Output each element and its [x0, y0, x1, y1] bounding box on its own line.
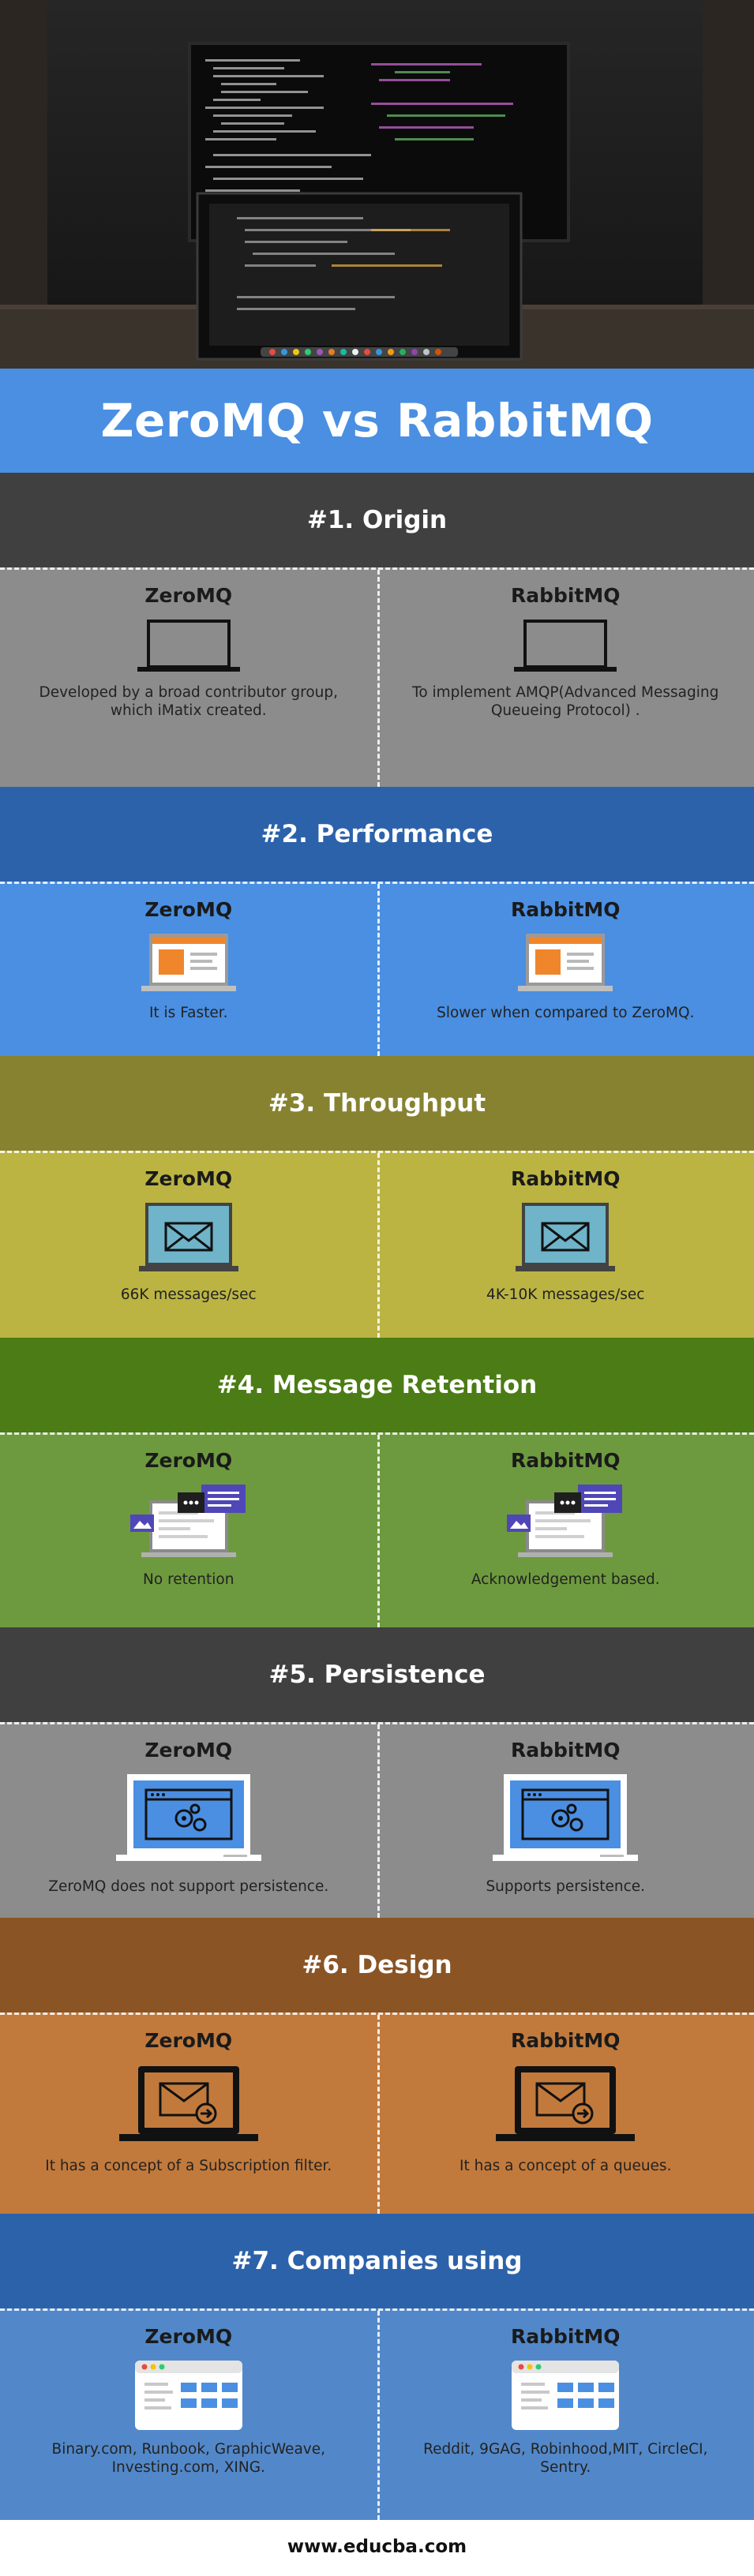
section-heading: #6. Design — [302, 1951, 452, 1979]
column-product-name: ZeroMQ — [144, 2325, 233, 2348]
zeromq-column: ZeroMQ 66K messages/sec — [0, 1153, 377, 1338]
column-description: Developed by a broad contributor group, … — [39, 684, 339, 719]
column-product-name: RabbitMQ — [510, 2325, 621, 2348]
column-product-name: RabbitMQ — [510, 1739, 621, 1762]
column-description: Binary.com, Runbook, GraphicWeave, Inves… — [51, 2441, 326, 2476]
column-description: 66K messages/sec — [120, 1286, 257, 1303]
footer: www.educba.com — [0, 2520, 754, 2574]
column-product-name: RabbitMQ — [510, 2029, 621, 2052]
laptop-settings-icon — [115, 1773, 261, 1869]
section-heading-band: #4. Message Retention — [0, 1338, 754, 1432]
column-product-name: ZeroMQ — [144, 1167, 233, 1190]
rabbitmq-column: RabbitMQ Acknowledgement based. — [377, 1435, 754, 1627]
section-heading-band: #2. Performance — [0, 787, 754, 882]
section-heading: #2. Performance — [261, 820, 493, 848]
column-description: ZeroMQ does not support persistence. — [48, 1878, 329, 1895]
laptop-browser-icon — [141, 932, 236, 995]
laptop-browser-icon — [518, 932, 613, 995]
dashed-separator — [0, 1722, 754, 1724]
section-heading: #7. Companies using — [231, 2247, 523, 2275]
column-description: 4K-10K messages/sec — [486, 1286, 645, 1303]
rabbitmq-column: RabbitMQ To implement AMQP(Advanced Mess… — [377, 570, 754, 787]
dashed-separator — [0, 882, 754, 884]
column-product-name: RabbitMQ — [510, 1167, 621, 1190]
laptop-chat-icon — [504, 1483, 627, 1562]
zeromq-column: ZeroMQ Binary.com, Runbook, GraphicWeave… — [0, 2311, 377, 2520]
dashed-separator — [0, 567, 754, 570]
page-title: ZeroMQ vs RabbitMQ — [100, 394, 654, 447]
section-heading-band: #6. Design — [0, 1918, 754, 2012]
column-product-name: RabbitMQ — [510, 898, 621, 921]
column-product-name: ZeroMQ — [144, 2029, 233, 2052]
column-description: No retention — [143, 1571, 234, 1588]
title-band: ZeroMQ vs RabbitMQ — [0, 369, 754, 473]
dashed-separator — [0, 1151, 754, 1153]
zeromq-column: ZeroMQ It has a concept of a Subscriptio… — [0, 2015, 377, 2214]
section-heading-band: #7. Companies using — [0, 2214, 754, 2308]
laptop-envelope-icon — [496, 2063, 636, 2148]
section-heading: #5. Persistence — [268, 1661, 486, 1689]
section-heading-band: #1. Origin — [0, 473, 754, 567]
column-product-name: ZeroMQ — [144, 1739, 233, 1762]
dashed-separator — [0, 1432, 754, 1435]
hero-photo — [0, 0, 754, 369]
section-heading: #4. Message Retention — [216, 1371, 538, 1399]
comparison-columns: ZeroMQ Binary.com, Runbook, GraphicWeave… — [0, 2311, 754, 2520]
column-product-name: ZeroMQ — [144, 898, 233, 921]
rabbitmq-column: RabbitMQ It has a concept of a queues. — [377, 2015, 754, 2214]
column-description: To implement AMQP(Advanced Messaging Que… — [412, 684, 719, 719]
column-product-name: RabbitMQ — [510, 1449, 621, 1472]
computer-monitors-photo — [0, 0, 754, 369]
column-product-name: RabbitMQ — [510, 584, 621, 607]
column-description: Acknowledgement based. — [471, 1571, 660, 1588]
rabbitmq-column: RabbitMQ 4K-10K messages/sec — [377, 1153, 754, 1338]
comparison-columns: ZeroMQ It has a concept of a Subscriptio… — [0, 2015, 754, 2214]
rabbitmq-column: RabbitMQ Reddit, 9GAG, Robinhood,MIT, Ci… — [377, 2311, 754, 2520]
laptop-mail-icon — [516, 1201, 616, 1277]
browser-window-icon — [133, 2359, 244, 2432]
browser-window-icon — [510, 2359, 621, 2432]
column-product-name: ZeroMQ — [144, 1449, 233, 1472]
column-description: It has a concept of a Subscription filte… — [45, 2158, 332, 2174]
zeromq-column: ZeroMQ It is Faster. — [0, 884, 377, 1056]
laptop-outline-icon — [137, 618, 240, 675]
column-description: It is Faster. — [148, 1005, 228, 1021]
dashed-separator — [0, 2012, 754, 2015]
laptop-chat-icon — [127, 1483, 250, 1562]
laptop-settings-icon — [493, 1773, 639, 1869]
dashed-separator — [0, 2308, 754, 2311]
rabbitmq-column: RabbitMQ Supports persistence. — [377, 1724, 754, 1918]
zeromq-column: ZeroMQ Developed by a broad contributor … — [0, 570, 377, 787]
column-description: Slower when compared to ZeroMQ. — [437, 1005, 695, 1021]
rabbitmq-column: RabbitMQ Slower when compared to ZeroMQ. — [377, 884, 754, 1056]
footer-website: www.educba.com — [287, 2537, 467, 2557]
comparison-columns: ZeroMQ It is Faster.RabbitMQ Slower when… — [0, 884, 754, 1056]
laptop-envelope-icon — [118, 2063, 258, 2148]
comparison-columns: ZeroMQ Developed by a broad contributor … — [0, 570, 754, 787]
section-heading: #1. Origin — [306, 506, 448, 534]
section-heading: #3. Throughput — [268, 1089, 486, 1118]
column-description: Reddit, 9GAG, Robinhood,MIT, CircleCI, S… — [423, 2441, 708, 2476]
column-description: Supports persistence. — [486, 1878, 646, 1895]
section-heading-band: #3. Throughput — [0, 1056, 754, 1151]
column-product-name: ZeroMQ — [144, 584, 233, 607]
comparison-columns: ZeroMQ ZeroMQ does not support persisten… — [0, 1724, 754, 1918]
zeromq-column: ZeroMQ ZeroMQ does not support persisten… — [0, 1724, 377, 1918]
laptop-outline-icon — [514, 618, 617, 675]
zeromq-column: ZeroMQ No retention — [0, 1435, 377, 1627]
section-heading-band: #5. Persistence — [0, 1627, 754, 1722]
laptop-mail-icon — [138, 1201, 238, 1277]
column-description: It has a concept of a queues. — [460, 2158, 672, 2174]
